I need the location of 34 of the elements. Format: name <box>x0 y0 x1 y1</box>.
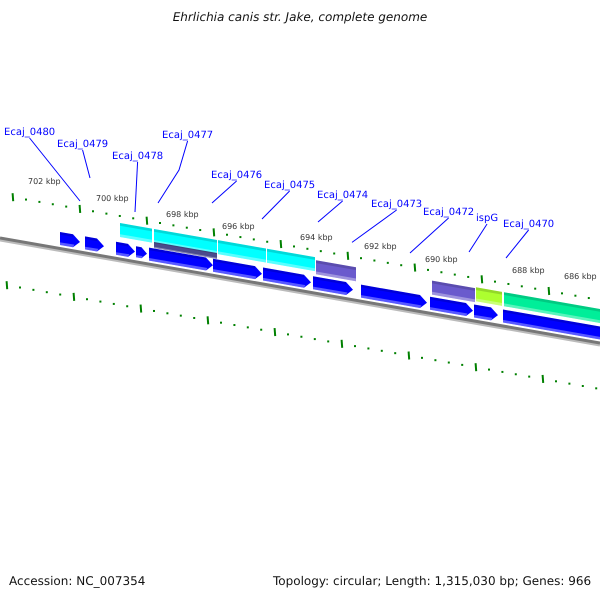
leader-line <box>212 180 238 204</box>
leader-line <box>352 210 398 243</box>
leader-line <box>262 190 290 220</box>
scale-label: 690 kbp <box>425 255 458 265</box>
gene-label: Ecaj_0476 <box>211 170 262 181</box>
gene-label: Ecaj_0480 <box>4 127 56 138</box>
scale-label: 696 kbp <box>222 222 255 232</box>
gene-label: Ecaj_0475 <box>264 180 316 191</box>
leader-line <box>468 224 488 252</box>
gene-label: Ecaj_0474 <box>317 190 368 201</box>
gene-label: ispG <box>476 213 498 224</box>
leader-line <box>29 138 80 202</box>
gene-label: Ecaj_0473 <box>371 199 422 210</box>
leader-line <box>506 230 530 258</box>
footer-text: Topology: circular; Length: 1,315,030 bp; Genes: 966 <box>273 574 592 588</box>
footer-text: Accession: NC_007354 <box>9 574 146 588</box>
leader-line <box>318 200 344 222</box>
gene-label: Ecaj_0477 <box>162 130 214 141</box>
leader-line <box>134 162 138 212</box>
scale-label: 700 kbp <box>96 194 129 204</box>
leader-line <box>82 150 90 178</box>
scale-label: 694 kbp <box>300 233 333 243</box>
scale-label: 698 kbp <box>166 210 199 220</box>
leader-line <box>158 140 188 204</box>
scale-label: 692 kbp <box>364 242 397 252</box>
gene-label: Ecaj_0470 <box>503 219 554 230</box>
scale-label: 686 kbp <box>564 272 597 282</box>
diagram-title: Ehrlichia canis str. Jake, complete genome <box>172 10 428 24</box>
gene-label: Ecaj_0472 <box>423 207 474 218</box>
gene-label: Ecaj_0478 <box>112 151 164 162</box>
scale-label: 702 kbp <box>28 177 61 187</box>
gene-label: Ecaj_0479 <box>57 139 108 150</box>
leader-line <box>410 218 450 254</box>
scale-label: 688 kbp <box>512 266 545 276</box>
